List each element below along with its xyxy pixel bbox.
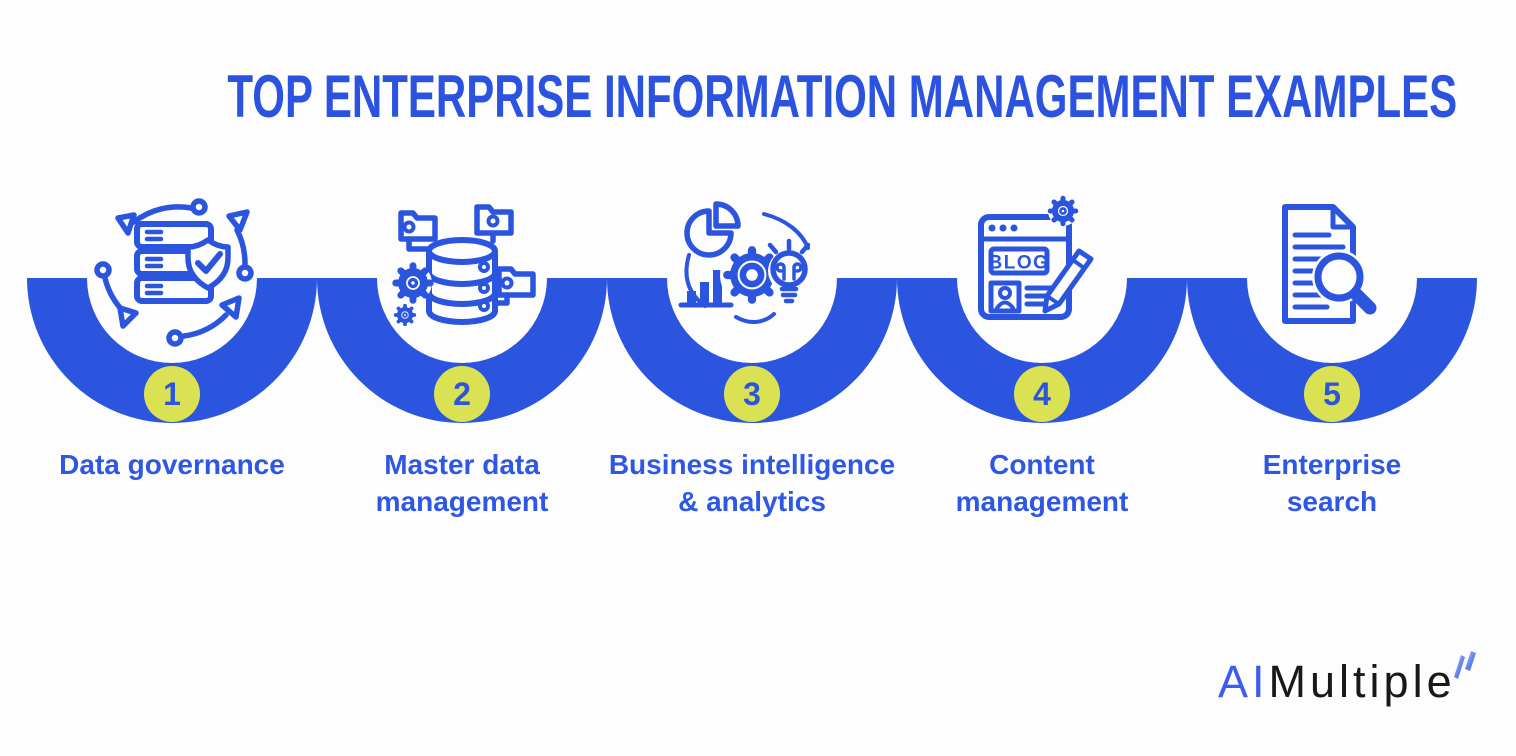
logo-multiple-text: Multiple bbox=[1268, 656, 1456, 707]
step-number-badge: 2 bbox=[434, 366, 490, 422]
unit-master-data-management: 2 bbox=[317, 193, 607, 453]
step-number: 3 bbox=[743, 375, 761, 412]
label-line: Enterprise bbox=[1262, 449, 1402, 480]
unit-enterprise-search: 5 bbox=[1187, 193, 1477, 453]
label-line: management bbox=[955, 486, 1129, 517]
step-number: 4 bbox=[1033, 375, 1051, 412]
label-master-data-management: Master data management bbox=[282, 446, 642, 520]
step-number-badge: 1 bbox=[144, 366, 200, 422]
label-line: Business intelligence bbox=[608, 449, 896, 480]
label-line: Content bbox=[989, 449, 1095, 480]
logo-ai-text: AI bbox=[1218, 656, 1269, 707]
step-number: 1 bbox=[163, 375, 181, 412]
label-enterprise-search: Enterprise search bbox=[1152, 446, 1512, 520]
content-management-icon: BLOG bbox=[978, 193, 1094, 320]
label-line: & analytics bbox=[678, 486, 826, 517]
icon-circle bbox=[377, 193, 547, 363]
label-line: Data governance bbox=[59, 449, 285, 480]
enterprise-search-icon bbox=[1282, 204, 1377, 324]
blog-text: BLOG bbox=[989, 253, 1050, 274]
step-number: 5 bbox=[1323, 375, 1341, 412]
icon-circle: BLOG bbox=[957, 193, 1127, 363]
icon-circle bbox=[87, 193, 257, 363]
bolt-mark-icon bbox=[1454, 651, 1476, 679]
label-business-intelligence: Business intelligence & analytics bbox=[572, 446, 932, 520]
business-intelligence-analytics-icon bbox=[678, 201, 811, 324]
page-title: TOP ENTERPRISE INFORMATION MANAGEMENT EX… bbox=[227, 63, 1458, 130]
unit-data-governance: 1 bbox=[27, 193, 317, 453]
aimultiple-logo: AIMultiple bbox=[1218, 651, 1488, 726]
step-number-badge: 4 bbox=[1014, 366, 1070, 422]
label-data-governance: Data governance bbox=[0, 446, 352, 483]
icon-circle bbox=[1247, 193, 1417, 363]
label-line: Master data bbox=[384, 449, 540, 480]
label-content-management: Content management bbox=[862, 446, 1222, 520]
label-line: search bbox=[1286, 486, 1378, 517]
master-data-management-icon bbox=[377, 204, 536, 327]
icon-circle bbox=[667, 193, 837, 363]
step-number: 2 bbox=[453, 375, 471, 412]
label-line: management bbox=[375, 486, 549, 517]
unit-business-intelligence: 3 bbox=[607, 193, 897, 453]
unit-content-management: BLOG 4 bbox=[897, 193, 1187, 453]
data-governance-icon bbox=[94, 198, 254, 347]
step-number-badge: 5 bbox=[1304, 366, 1360, 422]
step-number-badge: 3 bbox=[724, 366, 780, 422]
